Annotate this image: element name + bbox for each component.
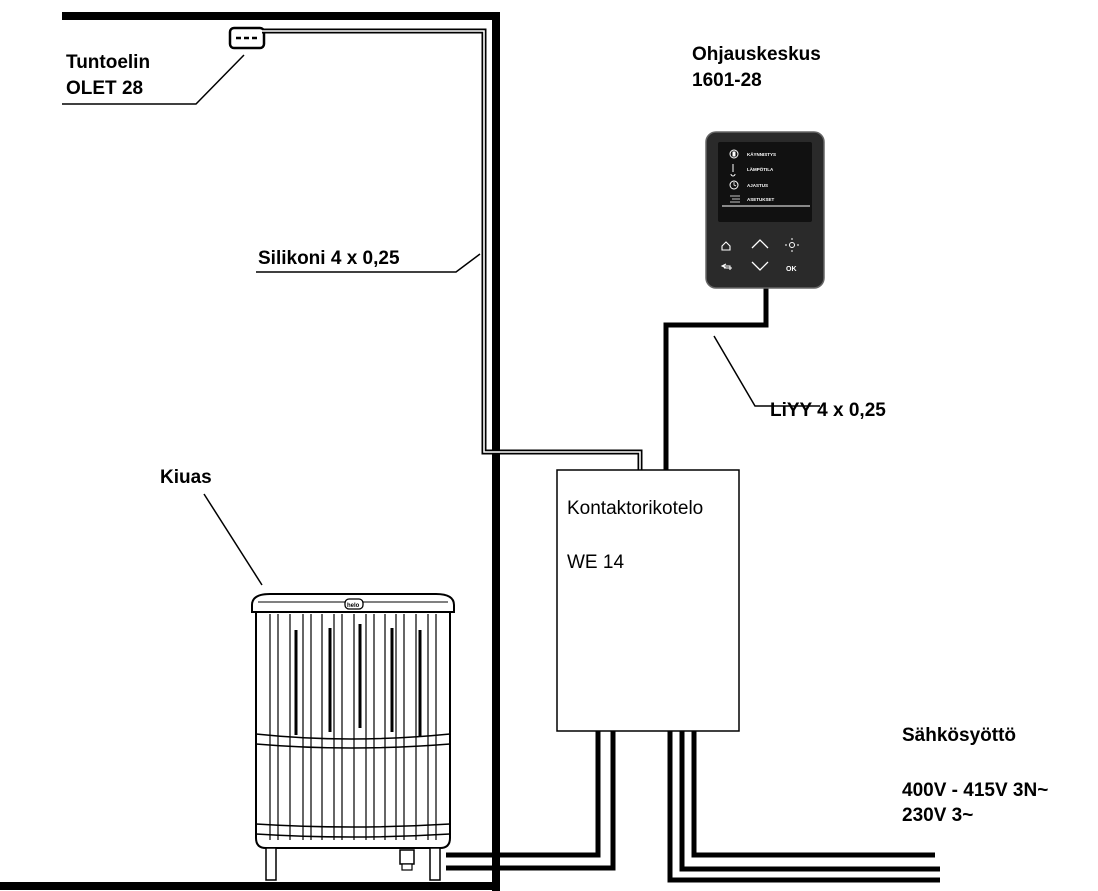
liyy-leader-line	[713, 335, 820, 407]
contactor-box	[556, 469, 740, 732]
supply-voltage-line2: 230V 3~	[902, 805, 973, 826]
heater-cables	[446, 731, 616, 871]
home-button-icon	[721, 241, 731, 251]
silicone-leader-line	[256, 253, 481, 273]
silicone-cable	[262, 28, 643, 470]
sensor-leader-line	[62, 54, 245, 105]
control-panel-device: KÄYNNISTYS LÄMPÖTILA AJASTUS ASETUKSET O…	[705, 131, 825, 289]
contactor-model: WE 14	[567, 552, 624, 573]
up-arrow-icon	[751, 239, 769, 249]
contactor-label: Kontaktorikotelo	[567, 498, 703, 519]
liyy-cable	[663, 286, 769, 470]
liyy-cable-label: LiYY 4 x 0,25	[770, 400, 886, 421]
panel-menu-item-2: LÄMPÖTILA	[747, 166, 774, 172]
panel-menu-item-3: AJASTUS	[747, 183, 768, 188]
ok-button-label: OK	[786, 266, 797, 273]
control-panel-screen: KÄYNNISTYS LÄMPÖTILA AJASTUS ASETUKSET	[722, 149, 810, 207]
down-arrow-icon	[751, 261, 769, 271]
heater-leader-line	[203, 493, 263, 586]
sensor-label-line2: OLET 28	[66, 78, 143, 99]
heater-logo: helo	[347, 603, 360, 609]
supply-voltage-line1: 400V - 415V 3N~	[902, 780, 1048, 801]
sauna-wall	[0, 12, 500, 891]
panel-menu-item-4: ASETUKSET	[747, 197, 775, 202]
supply-cables	[667, 731, 940, 883]
heater-kiuas: helo	[251, 593, 455, 881]
supply-title: Sähkösyöttö	[902, 725, 1016, 746]
brightness-icon	[785, 238, 799, 252]
panel-menu-item-1: KÄYNNISTYS	[747, 151, 776, 157]
sensor-olet28	[228, 26, 266, 50]
back-arrow-icon	[720, 263, 732, 270]
control-center-label-line2: 1601-28	[692, 70, 762, 91]
silicone-cable-label: Silikoni 4 x 0,25	[258, 248, 400, 269]
control-center-label-line1: Ohjauskeskus	[692, 44, 821, 65]
sensor-label-line1: Tuntoelin	[66, 52, 150, 73]
heater-label: Kiuas	[160, 467, 212, 488]
